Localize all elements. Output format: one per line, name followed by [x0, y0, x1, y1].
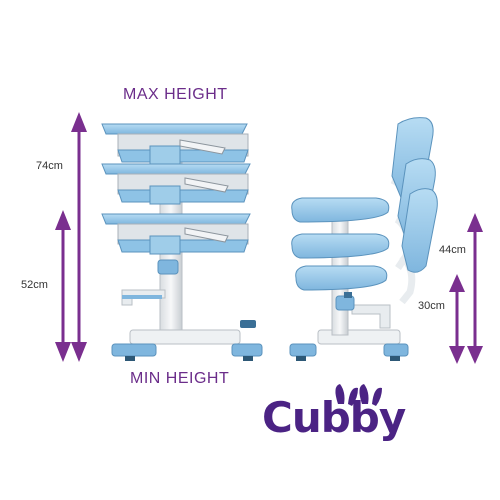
max-height-label: MAX HEIGHT — [123, 86, 228, 103]
desk-illustration — [101, 123, 263, 361]
chair-height-arrow-44 — [467, 213, 483, 364]
desk-top-max — [101, 123, 249, 169]
chair-seat-min — [295, 265, 388, 291]
desk-height-arrow-52 — [55, 210, 71, 362]
brand-logo: Cubby — [262, 393, 406, 442]
bunny-ears-icon — [335, 384, 382, 406]
chair-max-dimension: 44cm — [439, 244, 466, 256]
desk-top-mid — [101, 163, 251, 205]
min-height-label: MIN HEIGHT — [130, 370, 230, 387]
desk-min-dimension: 52cm — [21, 279, 48, 291]
chair-seat-mid — [291, 233, 390, 259]
chair-seat-max — [291, 197, 390, 223]
chair-min-dimension: 30cm — [418, 300, 445, 312]
chair-height-arrow-30 — [449, 274, 465, 364]
chair-illustration — [289, 117, 438, 361]
chair-backrest-min — [401, 188, 438, 273]
desk-top-min — [101, 213, 251, 255]
desk-max-dimension: 74cm — [36, 160, 63, 172]
desk-height-arrow-74 — [71, 112, 87, 362]
